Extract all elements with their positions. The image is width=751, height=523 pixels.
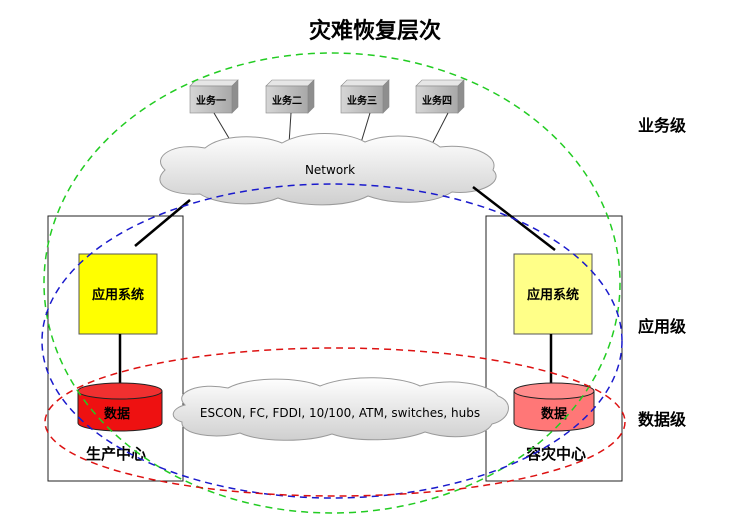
service-label-4: 业务四 [422,94,452,107]
data-level-ring [44,347,626,497]
business-level-ring [43,52,621,514]
level-label-data: 数据级 [638,410,687,429]
dr-center-label: 容灾中心 [525,445,586,463]
dr-data-disk: 数据 [513,382,595,432]
service-label-3: 业务三 [347,94,377,107]
production-data-disk: 数据 [77,382,163,432]
service-server-4: 业务四 [415,79,465,114]
service-label-1: 业务一 [196,94,226,107]
dr-app-system-label: 应用系统 [527,287,579,303]
service-server-3: 业务三 [340,79,390,114]
dr-data-label: 数据 [541,406,567,422]
dr-center-box [485,215,623,482]
production-center-label: 生产中心 [86,445,146,463]
production-data-label: 数据 [104,406,130,422]
diagram-title: 灾难恢复层次 [309,18,441,44]
production-app-system-label: 应用系统 [92,287,144,303]
level-label-business: 业务级 [638,116,687,135]
service-server-2: 业务二 [265,79,315,114]
service-label-2: 业务二 [272,94,302,107]
storage-network-cloud: ESCON, FC, FDDI, 10/100, ATM, switches, … [172,377,509,441]
production-center-box [47,215,184,482]
network-link-production [134,199,191,247]
network-cloud: Network [159,133,497,206]
service-server-1: 业务一 [189,79,239,114]
production-app-system: 应用系统 [78,253,158,335]
application-level-ring [41,183,623,499]
level-label-application: 应用级 [638,317,687,336]
network-label: Network [305,163,355,177]
dr-app-system: 应用系统 [513,253,593,335]
storage-network-label: ESCON, FC, FDDI, 10/100, ATM, switches, … [200,406,480,420]
